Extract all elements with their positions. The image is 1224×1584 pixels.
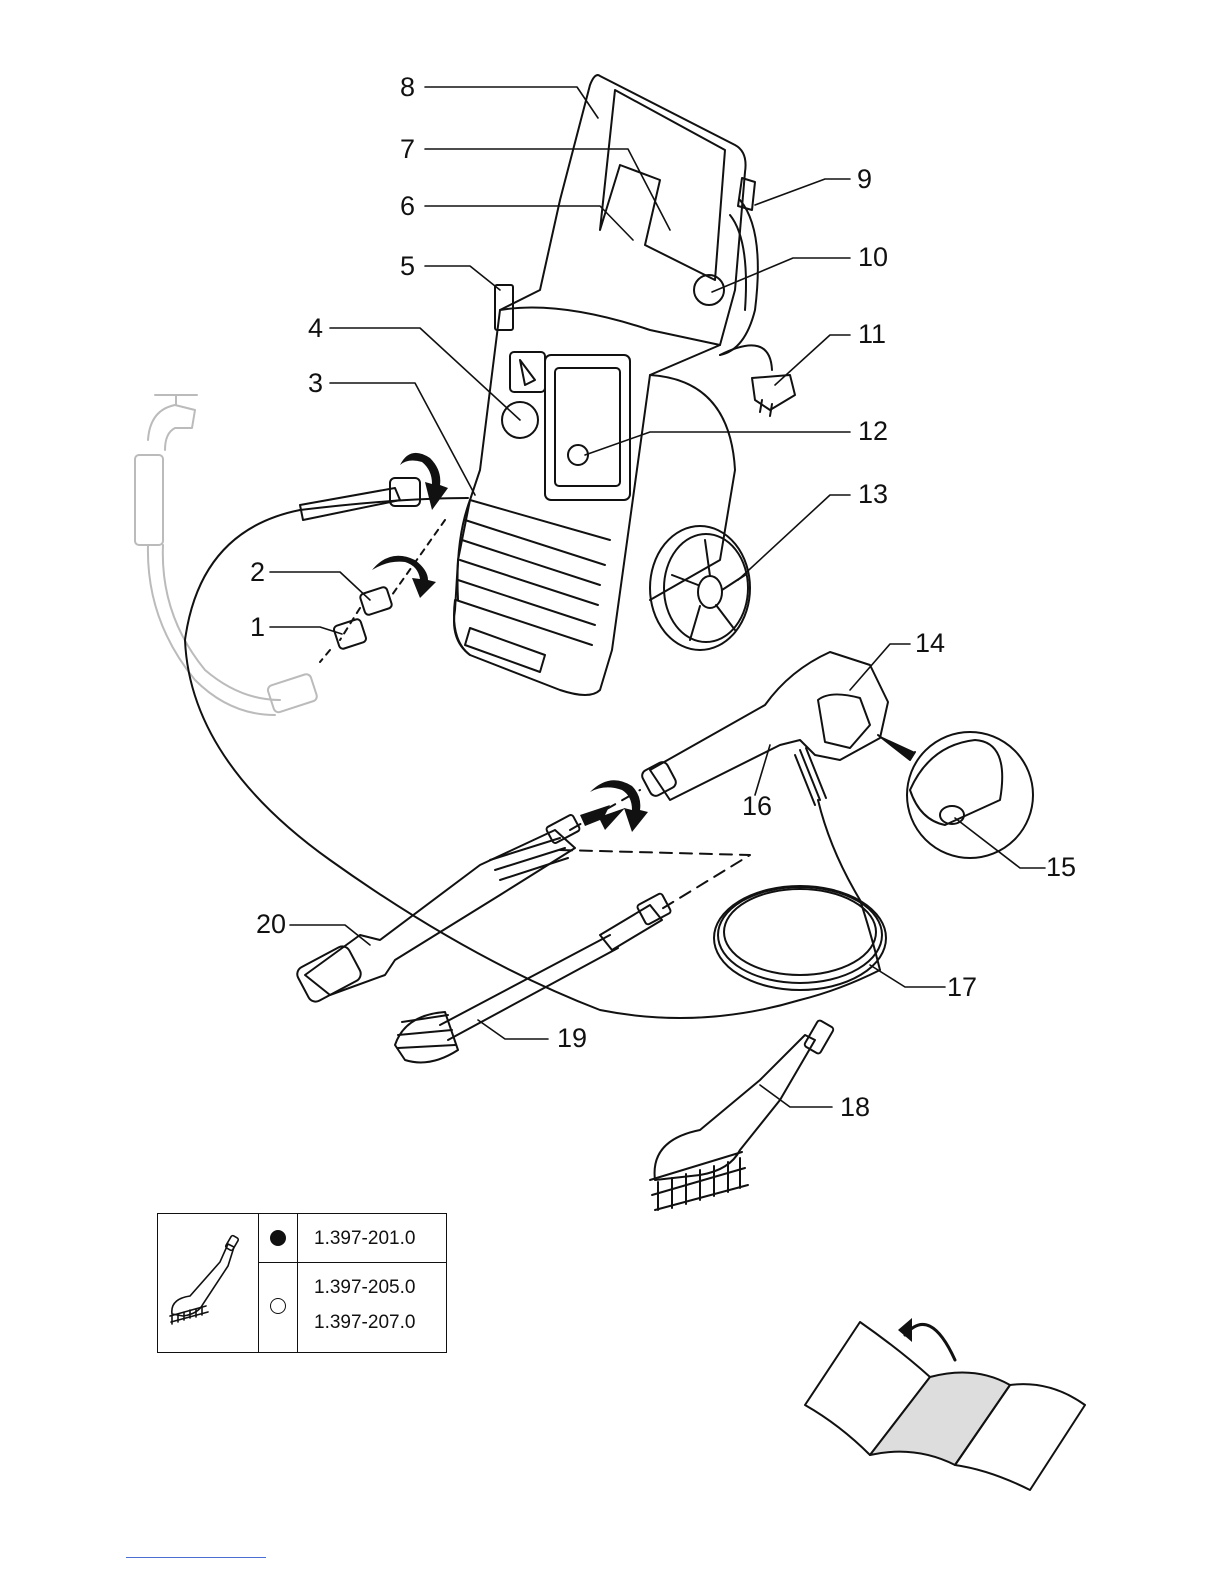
power-plug bbox=[720, 345, 795, 416]
callout-12: 12 bbox=[858, 418, 888, 445]
hose-coil bbox=[714, 886, 886, 990]
callout-14: 14 bbox=[915, 630, 945, 657]
washer-body bbox=[454, 75, 758, 695]
page-link-underline[interactable] bbox=[126, 1557, 266, 1558]
filled-circle-icon bbox=[270, 1230, 286, 1246]
wash-brush-icon bbox=[158, 1214, 259, 1352]
spray-lance bbox=[294, 790, 750, 1004]
part-number: 1.397-201.0 bbox=[314, 1229, 415, 1248]
hollow-circle-icon bbox=[270, 1298, 286, 1314]
callout-5: 5 bbox=[400, 253, 415, 280]
callout-16: 16 bbox=[742, 793, 772, 820]
callout-9: 9 bbox=[857, 166, 872, 193]
open-manual-icon bbox=[805, 1318, 1085, 1490]
part-number: 1.397-205.0 bbox=[314, 1278, 415, 1297]
callout-19: 19 bbox=[557, 1025, 587, 1052]
trigger-gun bbox=[640, 652, 1033, 970]
variant-table: 1.397-201.0 1.397-205.0 1.397-207.0 bbox=[157, 1213, 447, 1353]
rotor-nozzle bbox=[395, 893, 672, 1063]
callout-7: 7 bbox=[400, 136, 415, 163]
callout-1: 1 bbox=[250, 614, 265, 641]
symbol-column bbox=[259, 1214, 298, 1352]
callout-17: 17 bbox=[947, 974, 977, 1001]
callout-8: 8 bbox=[400, 74, 415, 101]
callout-13: 13 bbox=[858, 481, 888, 508]
water-tap bbox=[135, 395, 318, 715]
callout-18: 18 bbox=[840, 1094, 870, 1121]
wheel bbox=[650, 526, 750, 650]
callout-6: 6 bbox=[400, 193, 415, 220]
leader-lines bbox=[270, 87, 1045, 1107]
callout-20: 20 bbox=[256, 911, 286, 938]
callout-11: 11 bbox=[858, 321, 886, 348]
part-number: 1.397-207.0 bbox=[314, 1313, 415, 1332]
callout-15: 15 bbox=[1046, 854, 1076, 881]
callout-3: 3 bbox=[308, 370, 323, 397]
callout-4: 4 bbox=[308, 315, 323, 342]
callout-10: 10 bbox=[858, 244, 888, 271]
wash-brush bbox=[650, 1020, 834, 1210]
callout-2: 2 bbox=[250, 559, 265, 586]
